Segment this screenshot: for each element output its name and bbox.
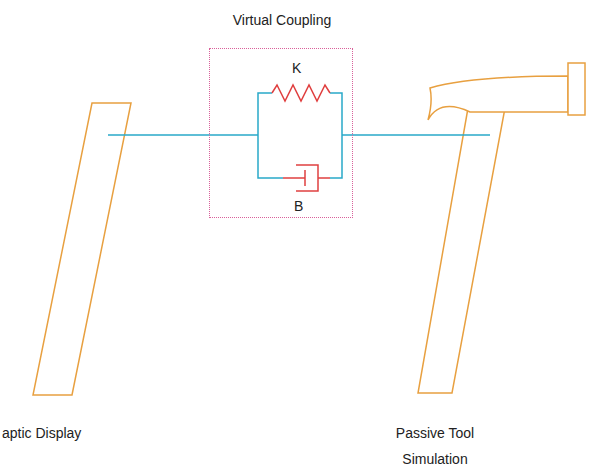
rod-line bbox=[342, 134, 353, 136]
coupling-bracket bbox=[330, 93, 342, 178]
spring-label: K bbox=[292, 60, 301, 76]
hammer-head bbox=[428, 76, 568, 120]
coupling-bracket bbox=[258, 93, 283, 178]
tool-simulation: Passive Tool Simulation bbox=[370, 60, 590, 470]
tool-handle bbox=[418, 108, 505, 393]
rod-line bbox=[209, 134, 258, 136]
haptic-display: aptic Display bbox=[0, 100, 135, 470]
coupling-rod bbox=[353, 134, 370, 136]
damper-label: B bbox=[294, 198, 303, 214]
rod-line bbox=[370, 134, 490, 136]
rod-line bbox=[108, 134, 135, 136]
spring-symbol bbox=[272, 85, 330, 101]
haptic-handle bbox=[33, 103, 131, 395]
node-label: Virtual Coupling bbox=[190, 7, 374, 33]
coupling-box: Virtual Coupling bbox=[209, 48, 353, 218]
damper-symbol bbox=[283, 165, 330, 191]
node-label: Passive Tool Simulation bbox=[370, 420, 500, 472]
coupling-rod bbox=[135, 134, 209, 136]
hammer-face bbox=[568, 63, 585, 115]
node-label: aptic Display bbox=[2, 420, 132, 446]
